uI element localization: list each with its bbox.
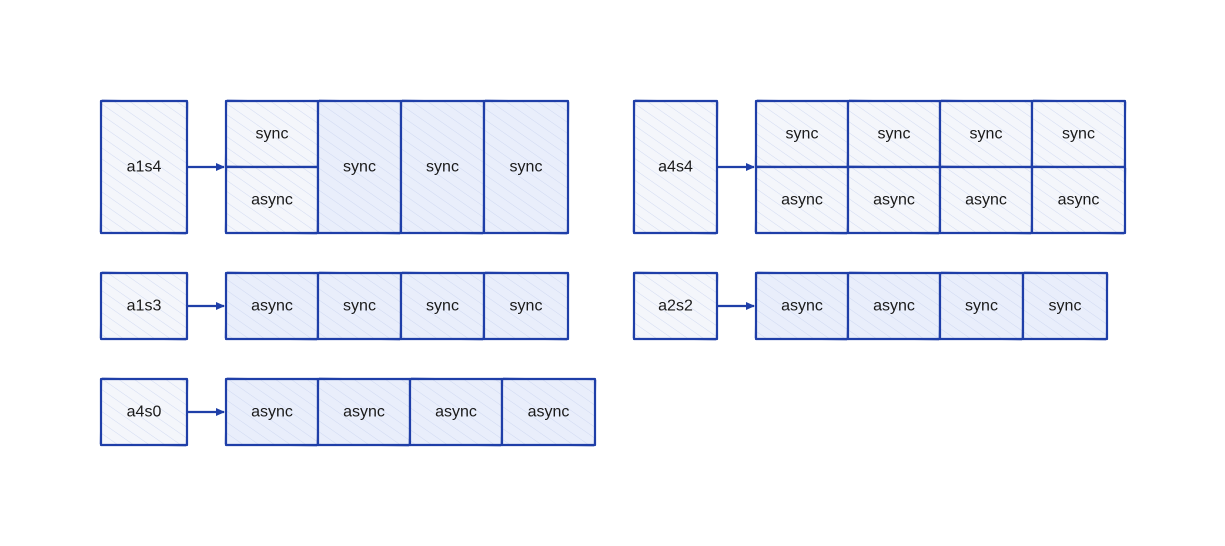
cell-box: async: [224, 271, 320, 341]
cell-label: sync: [510, 298, 543, 315]
cell-label: sync: [343, 298, 376, 315]
group-label: a4s4: [658, 159, 693, 176]
cell-box: sync: [399, 99, 486, 235]
cell-box: async: [500, 377, 597, 447]
cell-label: async: [781, 298, 823, 315]
cell-box: sync: [399, 271, 486, 341]
cell-label: sync: [256, 126, 289, 143]
group-a4s4: a4s4 sync async sync async sync async sync async: [632, 99, 1127, 235]
cell-label: sync: [1062, 126, 1095, 143]
group-a4s0: a4s0 async async async async: [99, 377, 597, 447]
cell-label: async: [528, 404, 570, 421]
cell-box: sync: [482, 99, 570, 235]
cell-box: async: [754, 271, 850, 341]
cell-box-top: sync: [224, 99, 320, 169]
cell-box: async: [846, 271, 942, 341]
cell-box: async: [316, 377, 412, 447]
cell-label: async: [343, 404, 385, 421]
group-label-box: a1s4: [99, 99, 189, 235]
cell-box: sync: [938, 271, 1025, 341]
cell-label: async: [873, 298, 915, 315]
cell-box-top: sync: [754, 99, 850, 169]
cell-box-top: sync: [846, 99, 942, 169]
cell-label: async: [1058, 192, 1100, 209]
group-label: a1s4: [127, 159, 162, 176]
group-a1s4: a1s4 sync async sync sync sync: [99, 99, 570, 235]
cell-label: async: [251, 404, 293, 421]
group-label: a4s0: [127, 404, 162, 421]
cell-box: sync: [316, 271, 403, 341]
group-a2s2: a2s2 async async sync sync: [632, 271, 1109, 341]
cell-box: sync: [1021, 271, 1109, 341]
cell-label: sync: [343, 159, 376, 176]
cell-label: sync: [970, 126, 1003, 143]
group-label-box: a4s0: [99, 377, 189, 447]
group-label-box: a1s3: [99, 271, 189, 341]
cell-label: async: [965, 192, 1007, 209]
cell-box: async: [224, 377, 320, 447]
cell-box-bottom: async: [1030, 165, 1127, 235]
group-label: a1s3: [127, 298, 162, 315]
cell-box-bottom: async: [224, 165, 320, 235]
cell-box-bottom: async: [938, 165, 1034, 235]
group-label-box: a2s2: [632, 271, 719, 341]
cell-box-bottom: async: [754, 165, 850, 235]
cell-box-top: sync: [1030, 99, 1127, 169]
cell-label: async: [781, 192, 823, 209]
group-a1s3: a1s3 async sync sync sync: [99, 271, 570, 341]
cell-label: async: [873, 192, 915, 209]
cell-label: sync: [965, 298, 998, 315]
group-label: a2s2: [658, 298, 693, 315]
cell-label: sync: [510, 159, 543, 176]
cell-label: sync: [426, 159, 459, 176]
cell-label: async: [251, 298, 293, 315]
cell-box: async: [408, 377, 504, 447]
cell-label: async: [251, 192, 293, 209]
group-label-box: a4s4: [632, 99, 719, 235]
cell-label: async: [435, 404, 477, 421]
cell-label: sync: [1049, 298, 1082, 315]
cell-label: sync: [786, 126, 819, 143]
cell-box-top: sync: [938, 99, 1034, 169]
cell-box: sync: [482, 271, 570, 341]
cell-box: sync: [316, 99, 403, 235]
cell-label: sync: [878, 126, 911, 143]
cell-label: sync: [426, 298, 459, 315]
cell-box-bottom: async: [846, 165, 942, 235]
